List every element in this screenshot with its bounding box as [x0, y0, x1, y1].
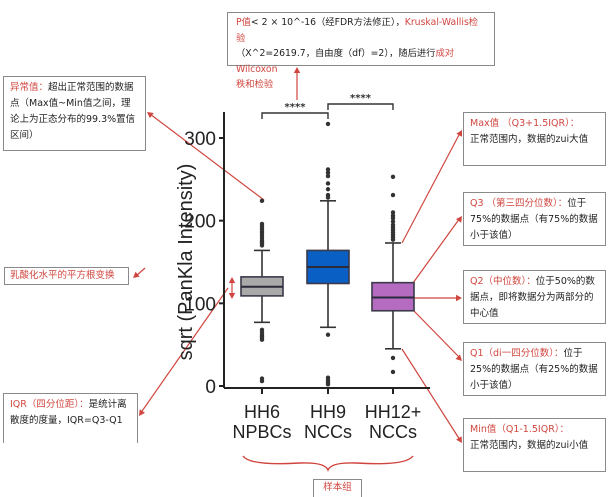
y-tick-label: 300 [184, 129, 216, 150]
outlier-point [390, 369, 396, 375]
y-axis-label: sqrt (PanKla Intensity) [175, 164, 197, 361]
outlier-point [259, 243, 265, 248]
min-arrow [401, 348, 461, 441]
annotation-lines [133, 67, 463, 443]
x-tick-label: NPBCs [232, 422, 291, 442]
q3-arrow [412, 217, 461, 284]
note-pvalue: P值< 2 × 10^-16（经FDR方法修正），Kruskal-Wallis检… [227, 12, 495, 90]
sqrt-arrowhead [133, 271, 140, 278]
group-brace [242, 455, 414, 472]
outlier-text: 超出正常范围的数据点（Max值~Min值之间，理论上为正态分布的99.3%置信区… [10, 82, 136, 141]
note-outlier: 异常值：超出正常范围的数据点（Max值~Min值之间，理论上为正态分布的99.3… [3, 76, 146, 151]
outlier-point [325, 173, 331, 179]
outlier-point [325, 121, 331, 127]
q2-arrowhead [456, 294, 462, 302]
outlier-point [325, 382, 331, 387]
outlier-arrow [149, 113, 265, 201]
min-title: Min值（Q1-1.5IQR）： [470, 424, 570, 435]
max-title: Max值 （Q3+1.5IQR）： [470, 118, 580, 129]
significance-bracket [261, 112, 329, 119]
stat-text: （X^2=2619.7，自由度（df）=2），随后进行 [236, 48, 436, 59]
q3-title: Q3 （第三四分位数）： [470, 198, 568, 209]
note-q2: Q2（中位数）：位于50%的数据点，即将数据分为两部分的中心值 [463, 270, 606, 324]
kruskal-label: Kruskal-Wallis检验 [236, 17, 479, 44]
outlier-point [390, 219, 396, 224]
iqr-arrow [139, 287, 229, 415]
x-tick-label: HH6 [244, 402, 280, 422]
note-sqrt: 乳酸化水平的平方根变换 [4, 267, 129, 285]
outlier-point [325, 332, 331, 337]
box-hh12-nccs [371, 174, 415, 375]
note-group: 样本组 [313, 479, 362, 497]
note-q3: Q3 （第三四分位数）：位于75%的数据点（有75%的数据小于该值） [463, 192, 606, 246]
outlier-point [390, 355, 396, 361]
max-text: 正常范围内，数据的zui大值 [470, 134, 589, 145]
x-tick-label: NCCs [369, 422, 417, 442]
iqr-arrowhead [139, 409, 146, 416]
q2-title: Q2（中位数）： [470, 276, 536, 287]
x-tick-label: HH12+ [365, 402, 422, 422]
outlier-point [325, 181, 331, 186]
note-min: Min值（Q1-1.5IQR）： 正常范围内，数据的zui小值 [463, 418, 606, 472]
outlier-point [390, 174, 396, 180]
max-arrow [401, 132, 461, 244]
pvalue-text: < 2 × 10^-16（经FDR方法修正）， [250, 17, 405, 28]
significance-label: **** [285, 102, 307, 113]
min-text: 正常范围内，数据的zui小值 [470, 440, 589, 451]
outlier-point [259, 378, 265, 384]
iqr-title: IQR（四分位距）： [10, 399, 89, 410]
outlier-point [390, 192, 396, 198]
x-tick-label: NCCs [304, 422, 352, 442]
note-iqr: IQR（四分位距）：是统计离散度的度量，IQR=Q3-Q1 [3, 393, 138, 443]
q1-title: Q1（di一四分位数）： [470, 348, 564, 359]
outlier-point [390, 210, 396, 215]
outlier-point [325, 170, 331, 175]
box-hh6-npbcs [240, 198, 284, 384]
q1-arrowhead [455, 354, 462, 361]
pvalue-label: P值 [236, 17, 251, 28]
max-arrowhead [456, 130, 463, 137]
q1-text: 位于25%的数据点（有25%的数据小于该值） [470, 348, 598, 391]
iqr-range-head-down [228, 293, 236, 299]
wilcoxon-label: 成对Wilcoxon [236, 48, 455, 75]
y-tick-label: 0 [205, 377, 216, 398]
q3-text: 位于75%的数据点（有75%的数据小于该值） [470, 198, 598, 241]
group-title: 样本组 [323, 482, 352, 493]
box-hh9-nccs [306, 121, 350, 387]
significance-brackets: **** **** [261, 93, 394, 119]
note-q1: Q1（di一四分位数）：位于25%的数据点（有25%的数据小于该值） [463, 342, 606, 396]
y-tick-label: 200 [184, 212, 216, 233]
iqr-range-head-up [228, 277, 236, 283]
outlier-point [325, 167, 331, 172]
significance-label: **** [350, 93, 372, 104]
outlier-arrowhead [147, 112, 154, 119]
q3-arrowhead [455, 216, 462, 223]
y-tick-label: 100 [184, 294, 216, 315]
outlier-point [390, 215, 396, 221]
pvalue-arrowhead [293, 67, 301, 73]
outlier-title: 异常值： [10, 82, 49, 93]
outlier-point [325, 187, 331, 192]
ranksum-label: 秩和检验 [236, 79, 274, 90]
note-max: Max值 （Q3+1.5IQR）： 正常范围内，数据的zui大值 [463, 112, 606, 166]
q1-arrow [413, 310, 461, 359]
iqr-text: 是统计离散度的度量，IQR=Q3-Q1 [10, 399, 127, 426]
min-arrowhead [456, 436, 462, 443]
x-tick-label: HH9 [310, 402, 346, 422]
outlier-point [259, 198, 265, 204]
axes: 0 100 200 300 [184, 112, 430, 398]
significance-bracket [327, 103, 394, 110]
outlier-point [325, 195, 331, 200]
q2-text: 位于50%的数据点，即将数据分为两部分的中心值 [470, 276, 595, 319]
outlier-point [390, 237, 396, 242]
outlier-point [259, 337, 265, 342]
boxes [240, 121, 415, 387]
sqrt-title: 乳酸化水平的平方根变换 [10, 270, 115, 281]
